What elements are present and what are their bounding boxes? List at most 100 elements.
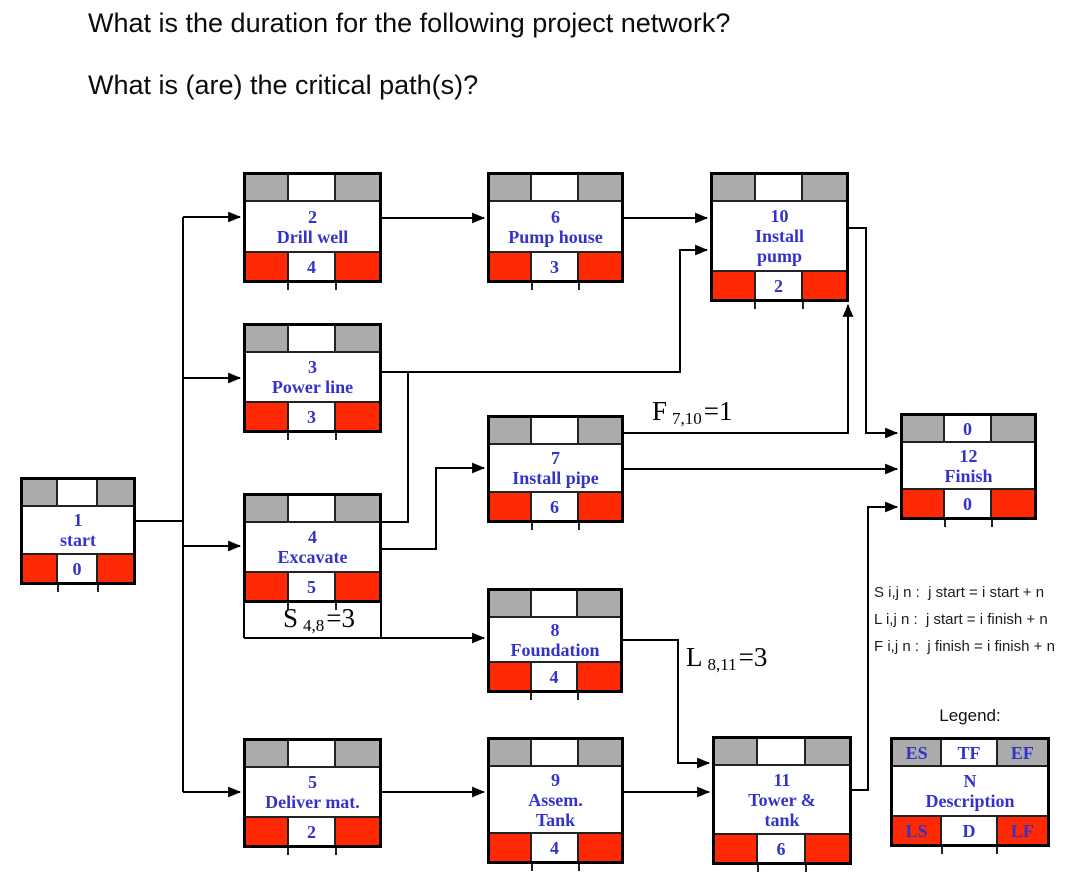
note-f-lag: F i,j n : j finish = i finish + n [874, 638, 1055, 655]
node-description: start [60, 530, 96, 550]
duration-cell: 5 [288, 573, 337, 600]
tf-cell [288, 741, 337, 766]
node-body: 9 Assem. Tank [490, 767, 621, 832]
lf-cell [806, 835, 849, 862]
duration-cell: 2 [288, 818, 337, 845]
lf-cell [336, 253, 379, 280]
tf-cell [288, 326, 337, 351]
node-number: 2 [308, 206, 317, 227]
duration-cell: 3 [531, 253, 580, 280]
ef-cell [806, 739, 849, 764]
es-cell [903, 416, 945, 441]
ef-cell [579, 418, 621, 443]
lag-letter: L [686, 642, 703, 672]
legend-ls: LS [905, 820, 928, 841]
es-cell [715, 739, 758, 764]
duration-value: 5 [306, 576, 316, 597]
duration-value: 0 [962, 493, 972, 514]
legend-d: D [962, 820, 976, 841]
node-body: 5 Deliver mat. [246, 768, 379, 816]
legend-title: Legend: [939, 706, 1001, 725]
node-number: 4 [308, 527, 317, 547]
tf-cell [531, 418, 580, 443]
question-duration: What is the duration for the following p… [88, 8, 731, 38]
node-install-pump: 10 Install pump 2 [710, 172, 849, 309]
node-description: Excavate [277, 547, 348, 567]
legend-tf: TF [957, 742, 981, 763]
ef-cell [992, 416, 1034, 441]
ef-cell [336, 496, 379, 521]
duration-cell: 4 [288, 253, 337, 280]
node-number: 12 [959, 445, 978, 466]
duration-value: 3 [306, 406, 316, 427]
duration-value: 6 [549, 496, 559, 517]
duration-value: 0 [72, 558, 82, 579]
lag-value: =3 [738, 642, 768, 672]
node-number: 11 [773, 769, 791, 790]
tf-cell [757, 739, 807, 764]
tf-value: 0 [962, 418, 972, 439]
lf-cell [336, 573, 379, 600]
lf-cell [992, 490, 1034, 517]
ls-cell [490, 663, 532, 690]
ef-cell [578, 591, 620, 616]
connector-foundation-tower-tank [623, 639, 711, 769]
connector-power-line-install-pump [382, 244, 709, 373]
duration-cell: 0 [944, 490, 993, 517]
duration-cell: 6 [531, 493, 580, 520]
tf-cell [531, 740, 580, 765]
node-body: 10 Install pump [713, 202, 846, 270]
legend-es: ES [905, 742, 928, 763]
lag-subscript: 7,10 [672, 409, 702, 428]
lf-cell [97, 555, 133, 582]
ls-cell [246, 573, 289, 600]
legend-description: Description [925, 791, 1015, 811]
node-body: 11 Tower & tank [715, 766, 849, 833]
ef-cell [803, 175, 846, 200]
lf-cell [578, 663, 620, 690]
node-description: Install pump [754, 226, 805, 266]
ef-cell [97, 480, 133, 505]
node-power-line: 3 Power line 3 [243, 323, 382, 440]
duration-cell: 3 [288, 403, 337, 430]
es-cell [490, 591, 532, 616]
connector-install-pump-finish [849, 227, 899, 439]
duration-value: 4 [549, 666, 559, 687]
legend-ef: EF [1010, 742, 1034, 763]
node-foundation: 8 Foundation 4 [487, 588, 623, 700]
node-number: 7 [551, 448, 560, 468]
node-description: Drill well [276, 226, 349, 247]
node-number: 5 [308, 772, 317, 792]
node-description: Install pipe [512, 468, 599, 488]
node-body: 12 Finish [903, 443, 1034, 488]
node-finish: 0 12 Finish 0 [900, 413, 1037, 527]
duration-value: 4 [306, 256, 316, 277]
ls-cell [715, 835, 758, 862]
es-cell [23, 480, 59, 505]
ls-cell [246, 253, 289, 280]
ef-cell [336, 175, 379, 200]
ef-cell [579, 740, 621, 765]
duration-cell: 4 [531, 663, 579, 690]
es-cell [490, 175, 532, 200]
duration-value: 6 [776, 838, 786, 859]
legend-box: ES TF EF N Description LS D LF [890, 737, 1050, 854]
lag-value: =3 [326, 603, 356, 633]
es-cell [246, 175, 289, 200]
duration-cell: 4 [531, 834, 580, 861]
lag-value: =1 [703, 396, 733, 426]
tf-cell [58, 480, 98, 505]
node-tower-tank: 11 Tower & tank 6 [712, 736, 852, 872]
node-number: 9 [551, 769, 560, 790]
connector-excavate-merge [382, 373, 409, 523]
lag-subscript: 8,11 [707, 655, 737, 674]
node-number: 6 [551, 206, 560, 227]
node-description: Finish [944, 465, 993, 486]
connector-excavate-install-pipe [382, 462, 486, 550]
node-assem-tank: 9 Assem. Tank 4 [487, 737, 624, 871]
lf-cell [803, 272, 846, 299]
